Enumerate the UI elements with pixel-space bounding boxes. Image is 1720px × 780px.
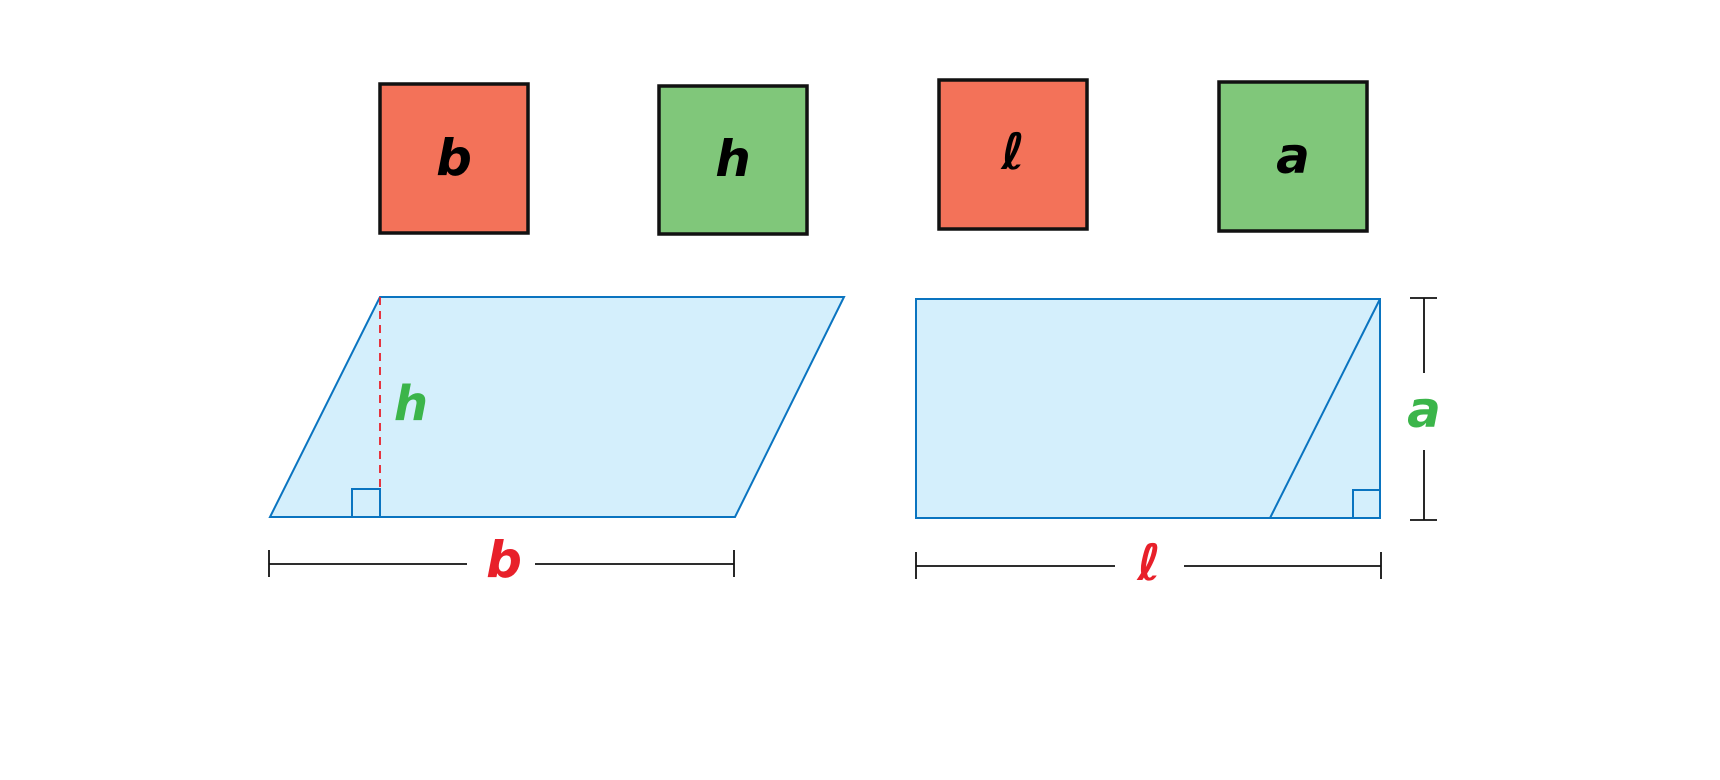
length-dimension-line: [915, 552, 1382, 579]
tile-h-box: [657, 84, 809, 236]
height-label: h: [394, 376, 428, 432]
rectangle: a ℓ: [915, 297, 1441, 592]
right-angle-marker: [1352, 489, 1381, 519]
base-label: b: [486, 531, 522, 589]
tile-h-label: h: [715, 130, 751, 188]
rectangle-shape: [915, 298, 1381, 519]
tile-b-box: [378, 82, 530, 235]
width-label: a: [1407, 381, 1441, 439]
parallelogram-shape: [268, 296, 846, 518]
tile-b-label: b: [436, 129, 472, 187]
parallelogram: h b: [268, 296, 846, 589]
tile-b[interactable]: b: [378, 82, 530, 235]
width-dimension-line: [1410, 297, 1437, 521]
length-label: ℓ: [1136, 534, 1161, 592]
tile-l[interactable]: ℓ: [937, 78, 1089, 231]
tile-l-label: ℓ: [1000, 123, 1025, 181]
tile-a-box: [1217, 80, 1369, 233]
tile-a-label: a: [1276, 127, 1310, 185]
tile-a[interactable]: a: [1217, 80, 1369, 233]
right-angle-marker: [351, 488, 381, 518]
cut-line: [1269, 298, 1381, 519]
base-dimension-line: [268, 550, 735, 577]
tile-h[interactable]: h: [657, 84, 809, 236]
tile-l-box: [937, 78, 1089, 231]
